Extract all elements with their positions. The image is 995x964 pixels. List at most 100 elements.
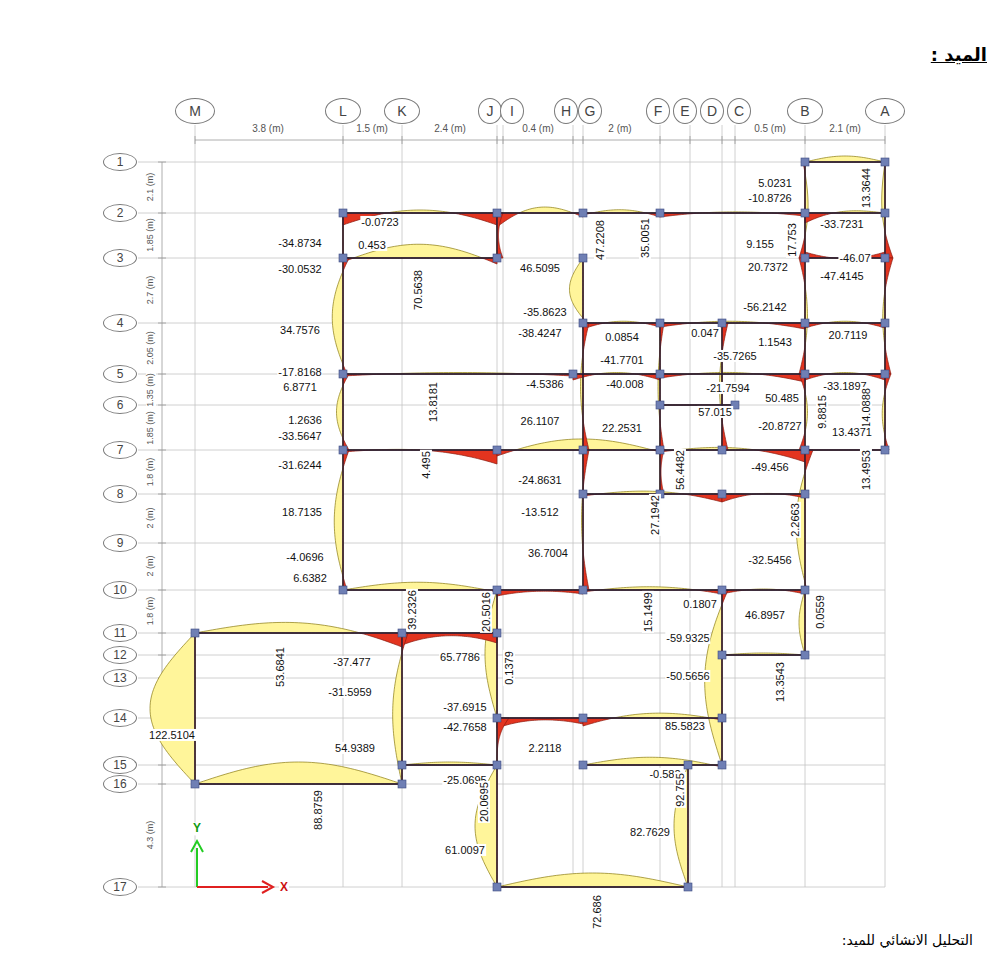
- column-joint: [801, 446, 809, 454]
- beam-line: [343, 257, 497, 258]
- positive-moment: [882, 374, 885, 450]
- positive-moment: [337, 374, 344, 450]
- grid-line: [583, 125, 584, 887]
- positive-moment: [569, 258, 583, 323]
- column-joint: [656, 446, 664, 454]
- grid-bubble: 6: [103, 396, 137, 414]
- positive-moment: [402, 762, 497, 765]
- moment-value: -4.5386: [525, 378, 564, 390]
- grid-label: 8: [117, 488, 124, 500]
- moment-value: 0.1379: [503, 650, 515, 686]
- column-joint: [656, 319, 664, 327]
- beam-line: [497, 212, 583, 213]
- negative-moment: [660, 213, 805, 217]
- moment-value: -31.5959: [327, 686, 372, 698]
- moment-value: 92.755: [674, 772, 686, 808]
- positive-moment: [660, 450, 661, 494]
- grid-line: [138, 450, 885, 451]
- grid-line: [503, 125, 504, 887]
- positive-moment: [722, 493, 805, 495]
- column-joint: [718, 319, 726, 327]
- column-joint: [493, 883, 501, 891]
- column-joint: [684, 883, 692, 891]
- moment-value: -37.477: [332, 656, 371, 668]
- dimension-text: 0.4 (m): [521, 123, 555, 134]
- beam-line: [343, 373, 573, 374]
- dimension-tick: [660, 136, 661, 144]
- negative-moment: [805, 323, 885, 328]
- axis-label: Y: [192, 822, 202, 835]
- beam-line: [343, 212, 497, 213]
- column-joint: [801, 319, 809, 327]
- grid-bubble: 5: [103, 365, 137, 383]
- column-joint: [339, 254, 347, 262]
- beam-line: [659, 323, 660, 450]
- moment-value: 9.8815: [816, 394, 828, 430]
- positive-moment: [583, 321, 660, 323]
- moment-value: -40.008: [605, 378, 644, 390]
- column-joint: [493, 586, 501, 594]
- x-axis: [197, 886, 268, 888]
- grid-label: 7: [117, 444, 124, 456]
- negative-moment: [343, 374, 573, 376]
- grid-lines: [138, 125, 885, 887]
- moment-value: -24.8631: [517, 474, 562, 486]
- beam-line: [195, 632, 402, 633]
- negative-moment: [799, 374, 805, 450]
- beam-line: [884, 258, 885, 374]
- beam-line: [804, 258, 805, 374]
- grid-bubble: H: [554, 98, 578, 124]
- moment-value: 14.0888: [860, 387, 872, 429]
- positive-moment: [674, 765, 688, 887]
- moment-value: 6.6382: [292, 572, 328, 584]
- column-joint: [718, 714, 726, 722]
- dimension-tick: [503, 136, 504, 144]
- grid-bubble: 17: [103, 878, 137, 896]
- column-joint: [339, 446, 347, 454]
- moment-value: 20.0695: [478, 781, 490, 823]
- moment-value: 35.0051: [639, 217, 651, 259]
- dimension-tick: [805, 136, 806, 144]
- moment-value: 13.4953: [860, 449, 872, 491]
- negative-moment: [497, 450, 660, 456]
- moment-value: 61.0097: [444, 844, 486, 856]
- grid-label: 5: [117, 368, 124, 380]
- moment-value: 13.8181: [427, 381, 439, 423]
- beam-line: [660, 212, 805, 213]
- beam-line: [497, 717, 583, 718]
- moment-value: -38.4247: [517, 327, 562, 339]
- grid-line: [138, 213, 885, 214]
- column-joint: [493, 629, 501, 637]
- beam-line: [497, 589, 583, 590]
- negative-moment: [497, 718, 583, 728]
- column-joint: [398, 629, 406, 637]
- beam-line: [884, 374, 885, 450]
- negative-moment: [799, 258, 805, 374]
- beams: [191, 158, 889, 891]
- moment-value: -49.456: [750, 461, 789, 473]
- dimension-text: 4.3 (m): [146, 820, 156, 851]
- positive-moment: [195, 762, 402, 784]
- positive-moment: [583, 757, 722, 765]
- beam-line: [496, 718, 497, 765]
- grid-bubble: 15: [103, 756, 137, 774]
- dimension-text: 2 (m): [146, 555, 156, 578]
- positive-moment: [583, 587, 722, 590]
- moment-value: 6.8771: [282, 381, 318, 393]
- dimension-text: 2.1 (m): [146, 172, 156, 203]
- grid-label: 13: [113, 672, 126, 684]
- dimension-tick: [690, 136, 691, 144]
- dimension-tick: [885, 136, 886, 144]
- column-joint: [339, 370, 347, 378]
- moment-value: 20.7119: [828, 329, 869, 341]
- moment-value: -33.5647: [277, 430, 322, 442]
- beam-line: [497, 886, 688, 887]
- positive-moment: [660, 321, 805, 323]
- dimension-tick: [735, 136, 736, 144]
- column-joint: [881, 446, 889, 454]
- negative-moment: [497, 590, 583, 596]
- negative-moment: [343, 590, 497, 592]
- negative-moment: [722, 655, 805, 656]
- negative-moment: [583, 450, 589, 590]
- moment-value: -46.07: [838, 252, 871, 264]
